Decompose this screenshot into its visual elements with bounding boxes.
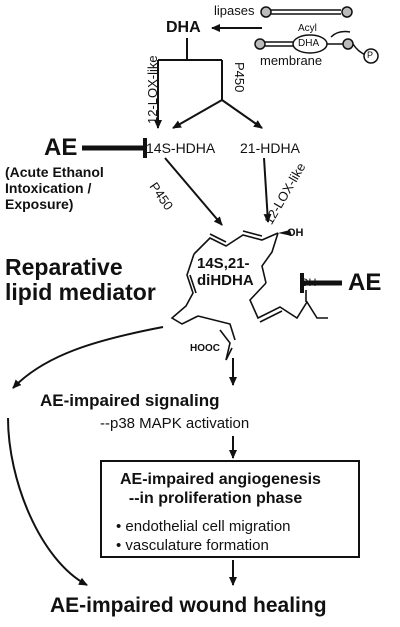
membrane-lipid-top xyxy=(260,6,353,18)
arrow-to-signaling-curve xyxy=(12,326,164,389)
p450-top-label: P450 xyxy=(232,62,247,93)
ae-inhibit-right xyxy=(300,273,342,293)
hdha-21-label: 21-HDHA xyxy=(240,140,300,156)
bullet-migration: • endothelial cell migration xyxy=(116,518,291,535)
ae-inhibit-left xyxy=(82,138,147,158)
ae-left-label: AE xyxy=(44,134,78,161)
p38-label: --p38 MAPK activation xyxy=(100,415,250,432)
mediator-heading: Reparative lipid mediator xyxy=(5,254,156,305)
arrow-signaling-to-wound-curve xyxy=(7,417,88,586)
phosphate-label: P xyxy=(367,50,374,60)
oh-top-label: OH xyxy=(287,227,304,239)
hdha-14s-label: 14S-HDHA xyxy=(146,140,216,156)
hooc-label: HOOC xyxy=(190,343,220,354)
angiogenesis-box: AE-impaired angiogenesis --in proliferat… xyxy=(100,460,360,558)
signaling-label: AE-impaired signaling xyxy=(40,391,220,410)
oh-wedge xyxy=(278,230,292,236)
membrane-lipid-bottom xyxy=(254,30,379,64)
ae-definition: (Acute Ethanol Intoxication / Exposure) xyxy=(5,164,104,212)
bullet-vasculature: • vasculature formation xyxy=(116,537,269,554)
dihdha-name: 14S,21- diHDHA xyxy=(197,255,254,289)
dha-label: DHA xyxy=(166,19,201,36)
arrow-14s-to-dihdha xyxy=(164,157,223,226)
dihdha-molecule-structure xyxy=(170,230,328,361)
oh-bottom-label: OH xyxy=(300,277,317,289)
arrow-21-to-dihdha xyxy=(263,157,272,223)
wound-healing-label: AE-impaired wound healing xyxy=(50,594,327,617)
ae-right-label: AE xyxy=(348,269,382,296)
dha-inner-label: DHA xyxy=(298,38,320,49)
lox-left-label: 12-LOX-like xyxy=(145,55,160,124)
membrane-label: membrane xyxy=(260,53,323,68)
arrow-p450-to-21 xyxy=(221,99,263,129)
arrow-p450-to-14s xyxy=(172,99,223,129)
acyl-label: Acyl xyxy=(298,23,317,34)
angiogenesis-heading: AE-impaired angiogenesis --in proliferat… xyxy=(120,471,321,507)
lipases-label: lipases xyxy=(214,3,255,18)
dha-split-lines xyxy=(157,38,223,118)
